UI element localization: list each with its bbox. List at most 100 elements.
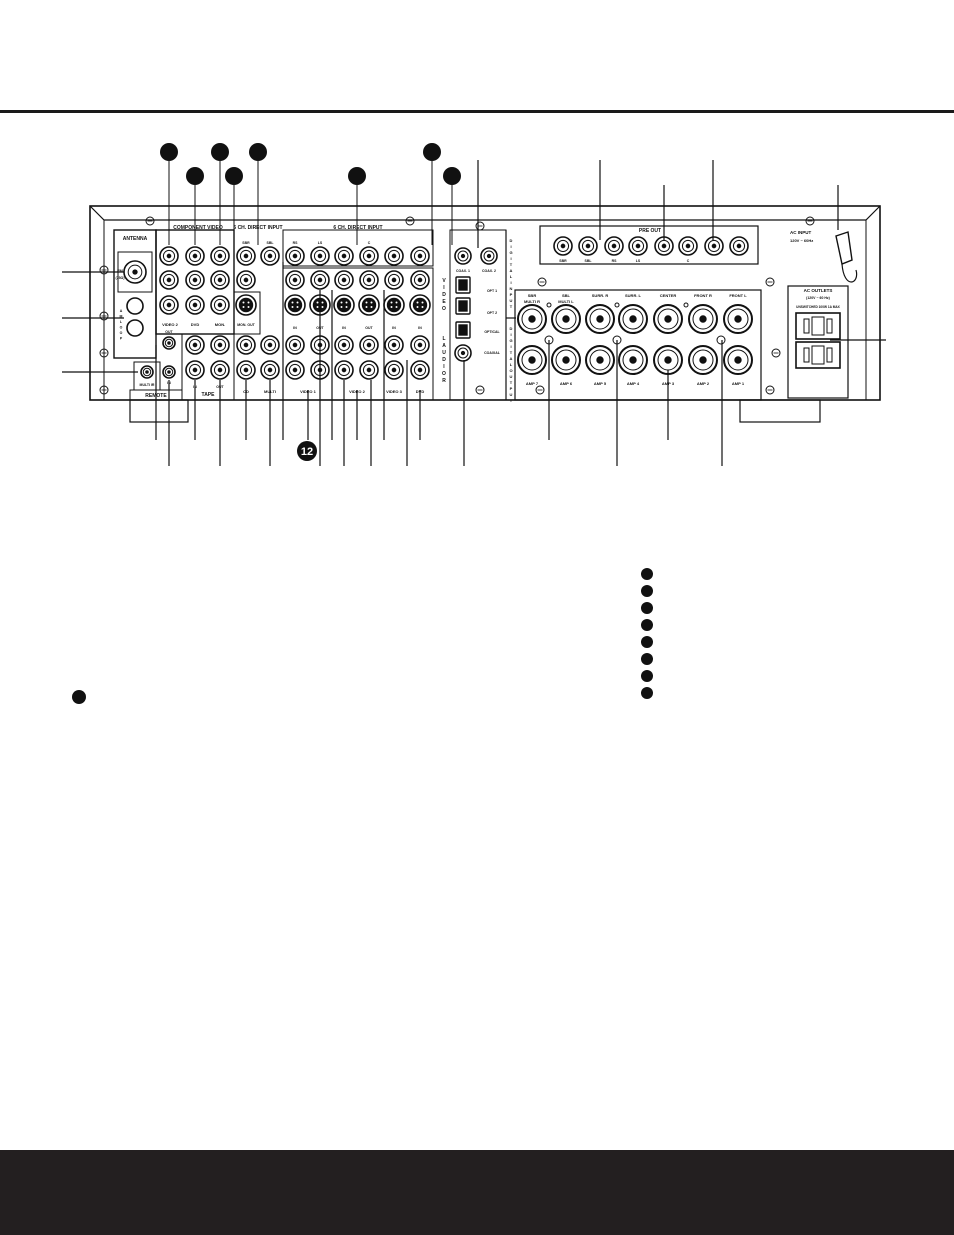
video-composite-jack	[285, 270, 305, 290]
panel-screw	[535, 385, 545, 395]
right-foot	[739, 399, 821, 423]
post-outer-ring	[551, 304, 581, 334]
sbr-direct-jack	[236, 246, 256, 266]
jack-inner-ring	[707, 239, 721, 253]
jack-pin	[267, 342, 273, 348]
s-video-pin	[316, 306, 319, 308]
jack-pin	[192, 342, 198, 348]
jack-pin	[460, 350, 466, 356]
digital-output-title: T	[510, 380, 513, 385]
s-video-core	[336, 297, 352, 313]
s-video-ring	[284, 294, 306, 316]
s-video-pin	[296, 301, 299, 304]
jack-inner-ring	[413, 249, 427, 263]
jack-inner-ring	[457, 250, 469, 262]
panel-screw	[99, 265, 109, 275]
opt-2-label: OPT 2	[487, 311, 497, 315]
jack-inner-ring	[213, 363, 227, 377]
fm-ohm: (75Ω)	[115, 276, 124, 280]
jack-outer-ring	[410, 246, 430, 266]
speaker-channel-label: FRONT R	[694, 293, 712, 298]
tape-out-label: OUT	[216, 385, 224, 389]
post-outer-ring	[551, 345, 581, 375]
audio-left-jack	[334, 335, 354, 355]
outlet-slot	[803, 318, 810, 334]
post-outer-ring	[517, 304, 547, 334]
ac-outlets-note: UNSWITCHED 100W 1A MAX	[796, 305, 840, 309]
six-ch-right-title: 6 CH. DIRECT INPUT	[333, 225, 382, 231]
jack-outer-ring	[604, 236, 624, 256]
ac-outlets-rating: (120V ~ 60 Hz)	[806, 296, 830, 300]
remote-in-label: IN	[167, 381, 171, 385]
video-group-label: VIDEO 2	[349, 389, 366, 394]
speaker-channel-label: MULTI L	[558, 299, 574, 304]
speaker-indicator	[546, 302, 552, 308]
jack-inner-ring	[337, 249, 351, 263]
digital-input-title: T	[510, 304, 513, 309]
jack-inner-ring	[188, 338, 202, 352]
screw-head	[99, 311, 109, 321]
component-video-label: VIDEO 2	[162, 322, 179, 327]
s-video-pin	[340, 301, 343, 304]
multi-label: MULTI	[264, 389, 276, 394]
jack-pin	[611, 243, 617, 249]
jack-inner-ring	[188, 298, 202, 312]
digital-output-title: U	[510, 392, 513, 397]
jack-outer-ring	[410, 335, 430, 355]
footer-band	[0, 1150, 954, 1235]
tape-section	[181, 333, 235, 401]
jack-pin	[366, 367, 372, 373]
speaker-bottom-post	[585, 345, 615, 375]
pre-out-label: SBL	[585, 259, 593, 263]
jack-inner-ring	[188, 273, 202, 287]
sbl-direct-label: SBL	[267, 241, 275, 245]
coaxial-out-jack	[454, 344, 472, 362]
video-composite-jack	[359, 270, 379, 290]
post-center	[699, 315, 707, 323]
jack-inner-ring	[387, 338, 401, 352]
post-center	[629, 356, 637, 364]
speaker-bottom-post	[653, 345, 683, 375]
panel-screw	[765, 277, 775, 287]
am-loop-label: P	[120, 337, 123, 341]
post-outer-ring	[618, 304, 648, 334]
optical-1-jack	[455, 276, 471, 294]
s-video-pin	[370, 301, 373, 304]
jack-inner-ring	[337, 363, 351, 377]
video-composite-jack	[310, 270, 330, 290]
optical-port	[458, 324, 468, 336]
pre-out-title: PRE OUT	[639, 228, 661, 234]
screw-head	[771, 348, 781, 358]
jack-inner-ring	[631, 239, 645, 253]
speaker-bottom-post	[551, 345, 581, 375]
s-video-core	[386, 297, 402, 313]
optical-frame	[455, 321, 471, 339]
six-ch-direct-jack	[285, 246, 305, 266]
jack-pin	[217, 253, 223, 259]
jack-outer-ring	[159, 270, 179, 290]
jack-inner-ring	[263, 249, 277, 263]
jack-pin	[366, 277, 372, 283]
video-io-label: IN	[418, 326, 422, 330]
jack-pin	[317, 253, 323, 259]
jack-outer-ring	[334, 270, 354, 290]
callout-marker	[160, 143, 178, 161]
outlet-frame	[795, 312, 841, 340]
jack-inner-ring	[387, 273, 401, 287]
jack-outer-ring	[285, 360, 305, 380]
digital-input-title: I	[510, 256, 511, 261]
speaker-indicator	[614, 302, 620, 308]
ac-outlet	[795, 312, 841, 340]
s-video-pin	[247, 301, 250, 304]
jack-outer-ring	[334, 246, 354, 266]
s-video-pin	[296, 306, 299, 308]
jack-inner-ring	[288, 273, 302, 287]
jack-inner-ring	[607, 239, 621, 253]
six-ch-direct-jack	[410, 246, 430, 266]
jack-pin	[341, 342, 347, 348]
jack-pin	[417, 342, 423, 348]
digital-output-title: U	[510, 374, 513, 379]
six-ch-left-title: 6 CH. DIRECT INPUT	[233, 225, 282, 231]
video-s-video-jack	[409, 294, 431, 316]
jack-inner-ring	[213, 338, 227, 352]
